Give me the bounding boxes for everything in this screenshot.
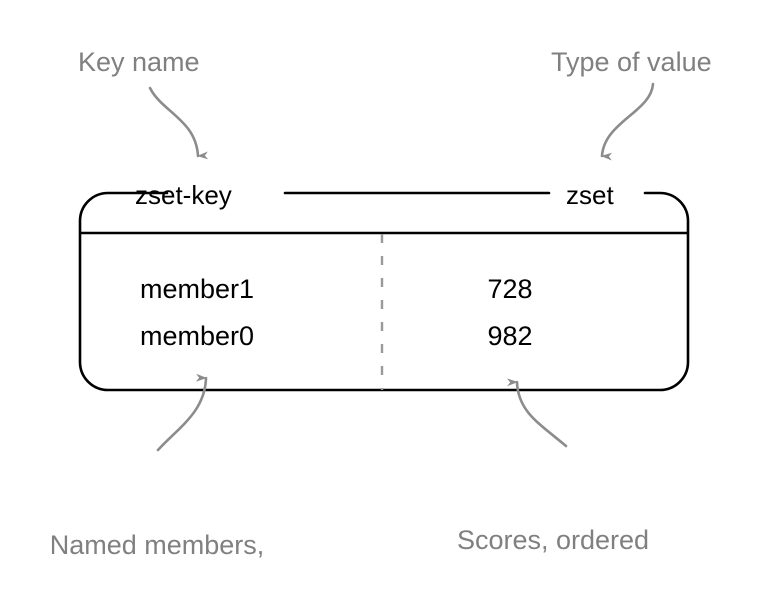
table-row-member-0: member1 (140, 274, 255, 304)
table-row-member-1: member0 (140, 321, 255, 351)
annotation-scores-note-line-0: Scores, ordered (456, 525, 650, 555)
annotation-type-of-value: Type of value (551, 47, 712, 77)
arrow-key-name (148, 86, 209, 160)
annotation-members-note: Named members, ordered by associated sco… (12, 455, 302, 589)
arrow-members-note (156, 373, 208, 452)
table-row-score-1: 982 (487, 321, 533, 351)
annotation-key-name: Key name (78, 47, 200, 77)
arrow-scores-note (506, 378, 568, 448)
annotation-scores-note: Scores, ordered by numeric value (408, 450, 698, 589)
zset-key-label: zset-key (135, 180, 232, 210)
zset-type-label: zset (566, 180, 614, 210)
annotation-members-note-line-0: Named members, (49, 530, 265, 560)
arrow-type-of-value (600, 82, 655, 161)
table-row-score-0: 728 (487, 274, 533, 304)
zset-container-outline (78, 191, 690, 392)
